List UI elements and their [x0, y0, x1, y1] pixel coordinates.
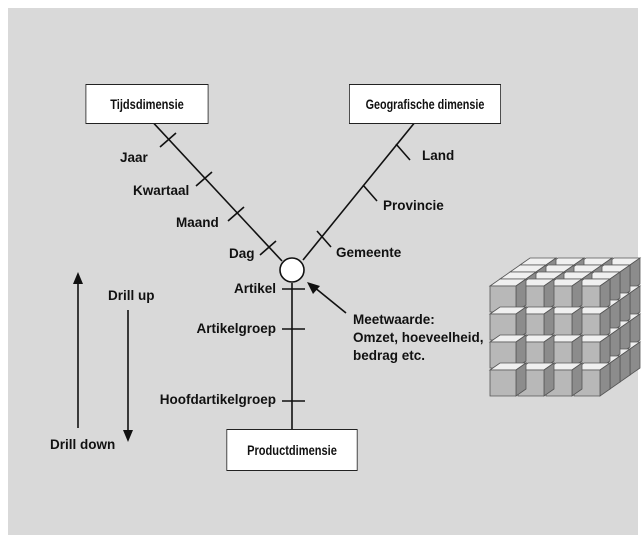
time-dimension-box: Tijdsdimensie — [85, 84, 209, 124]
data-cube — [488, 257, 642, 397]
drill-down-label: Drill down — [50, 437, 116, 452]
drill-up-label: Drill up — [108, 288, 155, 303]
drill-up-arrowhead — [73, 272, 83, 284]
time-level-jaar: Jaar — [120, 150, 148, 165]
measure-label-line-2: Omzet, hoeveelheid, — [353, 330, 484, 345]
measure-pointer-head — [307, 282, 320, 294]
time-level-maand: Maand — [176, 215, 219, 230]
geo-level-land: Land — [422, 148, 455, 163]
tick-provincie — [362, 184, 378, 202]
tick-dag — [259, 240, 277, 256]
measure-node — [279, 257, 305, 283]
cube-cell-front — [489, 369, 517, 397]
geo-axis-line — [302, 115, 421, 261]
tick-kwartaal — [195, 171, 213, 187]
product-dimension-box: Productdimensie — [226, 429, 358, 471]
tick-jaar — [159, 132, 177, 148]
time-level-kwartaal: Kwartaal — [133, 183, 190, 198]
measure-label-line-1: Meetwaarde: — [353, 312, 435, 327]
geo-level-gemeente: Gemeente — [336, 245, 402, 260]
tick-land — [395, 143, 411, 161]
drill-down-arrowhead — [123, 430, 133, 442]
product-level-artikelgroep: Artikelgroep — [196, 321, 276, 336]
product-level-hoofdartikelgroep: Hoofdartikelgroep — [159, 392, 276, 407]
geo-level-provincie: Provincie — [383, 198, 444, 213]
time-axis-line — [146, 115, 283, 262]
tick-gemeente — [316, 230, 332, 248]
time-level-dag: Dag — [229, 246, 255, 261]
product-level-artikel: Artikel — [233, 281, 276, 296]
measure-label-line-3: bedrag etc. — [353, 348, 426, 363]
tick-maand — [227, 206, 245, 222]
geo-dimension-box: Geografische dimensie — [349, 84, 501, 124]
measure-pointer-line — [313, 286, 347, 314]
